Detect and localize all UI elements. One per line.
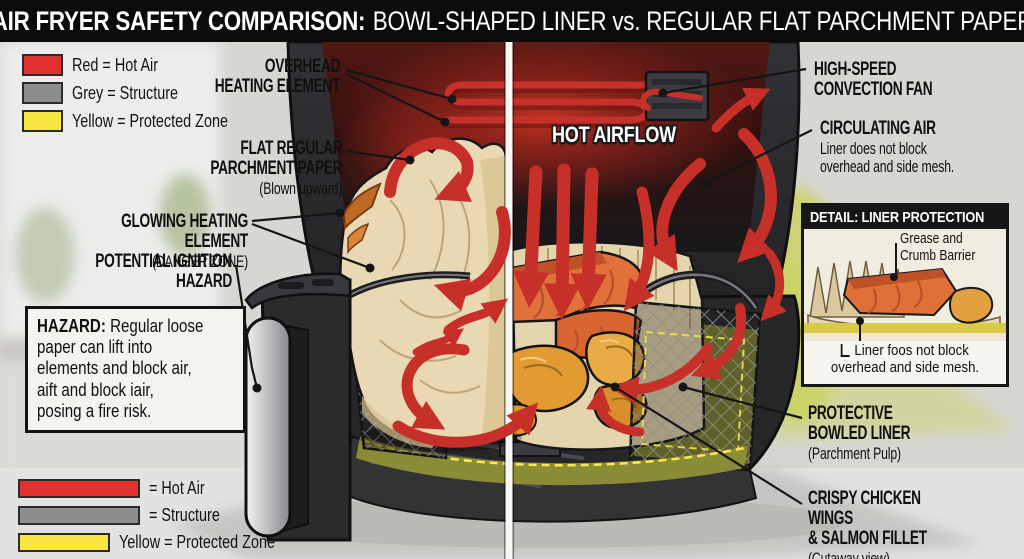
detail-illustration: Grease and Crumb Barrier — [804, 229, 1006, 341]
legend-bottom: = Hot Air = Structure Yellow = Protected… — [18, 478, 314, 559]
label-circulating-air: CIRCULATING AIR Liner does not block ove… — [820, 118, 955, 177]
hot-air-arrows — [384, 87, 787, 448]
detail-caption: Liner foos not block overhead and side m… — [830, 342, 980, 376]
legend-row-structure: = Structure — [18, 505, 314, 526]
hazard-title: HAZARD: — [37, 316, 106, 336]
convection-fan — [640, 70, 710, 122]
legend-label: Red = Hot Air — [72, 54, 159, 75]
legend-row-hot-air: = Hot Air — [18, 478, 314, 499]
legend-row-hot-air: Red = Hot Air — [22, 54, 267, 76]
drawer-front-and-handle — [244, 272, 352, 542]
legend-row-protected: Yellow = Protected Zone — [22, 110, 267, 132]
legend-label: Yellow = Protected Zone — [119, 532, 275, 552]
legend-row-structure: Grey = Structure — [22, 82, 267, 104]
grey-swatch-icon — [22, 82, 63, 104]
legend-label: Yellow = Protected Zone — [72, 110, 228, 131]
label-protective-bowled-liner: PROTECTIVE BOWLED LINER (Parchment Pulp) — [808, 403, 911, 464]
crumpled-parchment-paper — [339, 137, 522, 452]
grey-swatch-icon — [18, 506, 140, 525]
yellow-swatch-icon — [22, 110, 63, 132]
red-swatch-icon — [22, 54, 63, 76]
grease-crumb-barrier-callout: Grease and Crumb Barrier — [900, 230, 976, 264]
split-divider-line — [504, 42, 515, 559]
elbow-connector-icon — [841, 344, 850, 357]
legend-label: = Structure — [149, 505, 220, 525]
leader-dots — [252, 88, 710, 393]
label-crispy-chicken-wings-salmon: CRISPY CHICKEN WINGS & SALMON FILLET (Cu… — [808, 488, 927, 559]
title-banner: AIR FRYER SAFETY COMPARISON: BOWL-SHAPED… — [0, 0, 1024, 42]
heating-element-coil — [442, 81, 678, 128]
detail-liner-protection-box: DETAIL: LINER PROTECTION Grease and Crum… — [801, 203, 1009, 387]
hazard-body: Regular loose paper can lift into elemen… — [37, 316, 204, 421]
label-potential-ignition-hazard: POTENTIAL IGNITION HAZARD — [95, 251, 232, 293]
label-high-speed-convection-fan: HIGH-SPEED CONVECTION FAN — [814, 59, 933, 101]
liner-detail-drawing — [804, 229, 1006, 341]
label-overhead-heating-element: OVERHEAD HEATING ELEMENT — [214, 56, 341, 98]
legend-label: = Hot Air — [149, 478, 205, 498]
yellow-swatch-icon — [18, 533, 110, 552]
title-rest: BOWL-SHAPED LINER vs. REGULAR FLAT PARCH… — [372, 5, 1024, 36]
page-title: AIR FRYER SAFETY COMPARISON: BOWL-SHAPED… — [0, 6, 1024, 37]
red-swatch-icon — [18, 479, 140, 498]
label-flat-parchment-paper: FLAT REGULAR PARCHMENT PAPER (Blown upwa… — [210, 138, 342, 199]
label-glowing-heating-element: GLOWING HEATING ELEMENT (DANGER ZONE) — [121, 211, 248, 272]
leader-lines — [234, 67, 813, 505]
legend-top: Red = Hot Air Grey = Structure Yellow = … — [22, 54, 267, 138]
hazard-text: HAZARD: Regular loose paper can lift int… — [37, 316, 237, 422]
title-bold: AIR FRYER SAFETY COMPARISON: — [0, 5, 365, 36]
hot-airflow-label: HOT AIRFLOW — [552, 122, 676, 147]
detail-header: DETAIL: LINER PROTECTION — [804, 206, 1006, 229]
legend-row-protected: Yellow = Protected Zone — [18, 532, 314, 553]
hazard-warning-box: HAZARD: Regular loose paper can lift int… — [25, 306, 246, 434]
legend-label: Grey = Structure — [72, 82, 179, 103]
